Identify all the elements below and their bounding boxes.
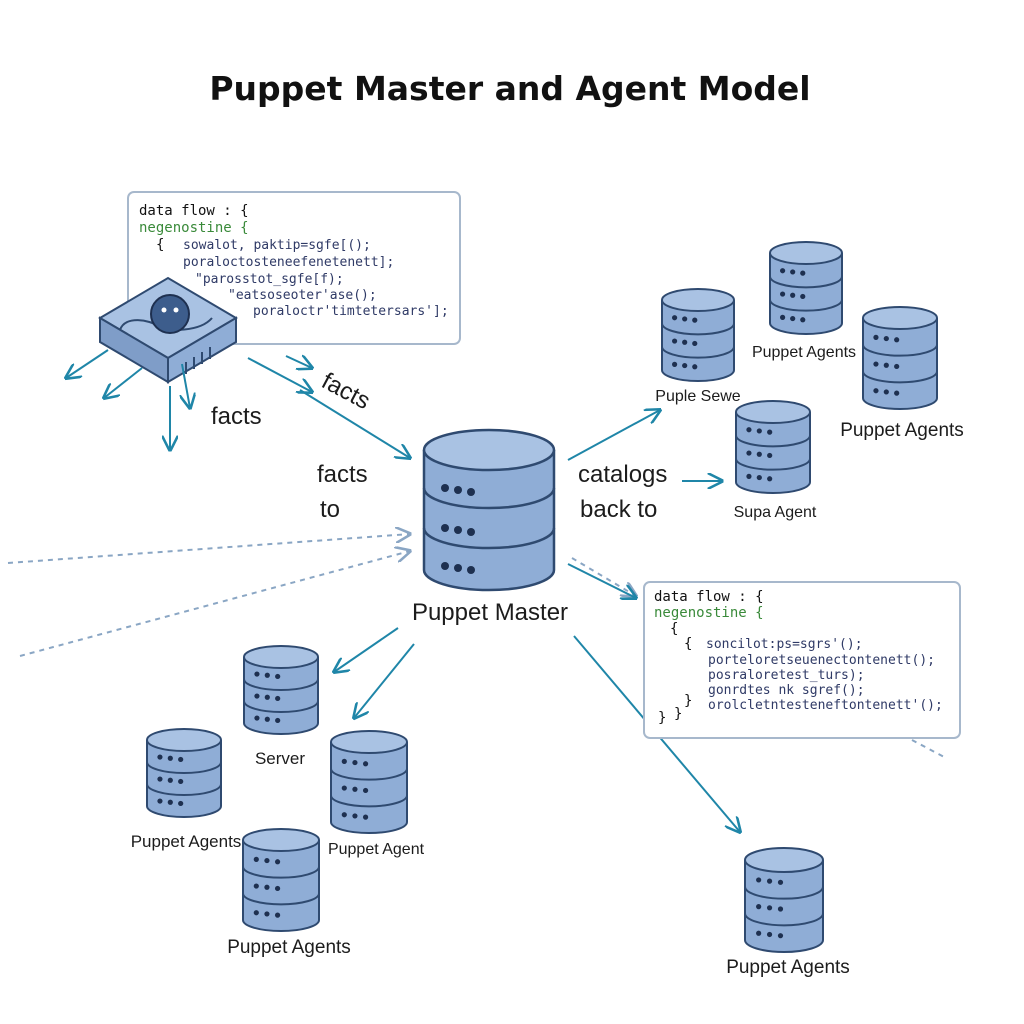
agent-databases xyxy=(146,241,938,953)
database-icon xyxy=(862,306,938,410)
code-top-green: negenostine { xyxy=(139,220,249,236)
code-top-line: sowalot, paktip=sgfe[(); xyxy=(183,238,371,253)
code-top-header: data flow : { xyxy=(139,203,249,219)
label-facts-left: facts xyxy=(211,403,262,430)
device-arrows xyxy=(66,349,410,458)
database-icon xyxy=(243,645,319,735)
label-facts-to-1: facts xyxy=(317,461,368,488)
code-bottom-line: gonrdtes nk sgref(); xyxy=(708,683,865,698)
database-icon xyxy=(242,828,320,932)
label-top-server: Puple Sewe xyxy=(655,388,740,405)
code-bottom-green: negenostine { xyxy=(654,605,764,621)
code-top-line: "eatsoseoter'ase(); xyxy=(228,288,377,303)
label-bottom-right-agents: Puppet Agents xyxy=(726,957,850,978)
page-title: Puppet Master and Agent Model xyxy=(209,69,810,108)
label-catalogs-2: back to xyxy=(580,496,657,523)
label-bottom-server: Server xyxy=(255,749,305,768)
database-icon xyxy=(769,241,843,335)
label-facts-diagonal: facts xyxy=(317,367,374,415)
label-catalogs-1: catalogs xyxy=(578,461,667,488)
code-bottom-brace: { xyxy=(670,621,678,637)
label-top-agents-1: Puppet Agents xyxy=(752,344,856,361)
code-bottom-close: } xyxy=(684,693,692,709)
label-top-super: Supa Agent xyxy=(734,504,817,521)
code-box-bottom: data flow : { negenostine { { { soncilot… xyxy=(643,581,961,739)
code-bottom-line: posraloretest_turs); xyxy=(708,668,865,683)
database-icon xyxy=(330,730,408,834)
label-facts-to-2: to xyxy=(320,496,340,523)
code-bottom-line: orolcletntesteneftontenett'(); xyxy=(708,698,943,713)
database-icon xyxy=(661,288,735,382)
code-top-line: poraloctr'timtetersars']; xyxy=(253,304,449,319)
label-top-agents-2: Puppet Agents xyxy=(840,420,964,441)
database-icon xyxy=(146,728,222,818)
database-icon xyxy=(744,847,824,953)
code-bottom-line: porteloretseuenectontenett(); xyxy=(708,653,935,668)
code-bottom-close: } xyxy=(674,706,682,722)
code-bottom-line: soncilot:ps=sgrs'(); xyxy=(706,637,863,652)
label-bottom-agent: Puppet Agent xyxy=(328,841,425,858)
label-bottom-agents-1: Puppet Agents xyxy=(131,832,242,851)
code-top-brace: { xyxy=(156,237,164,253)
label-puppet-master: Puppet Master xyxy=(412,599,568,626)
agent-device-icon xyxy=(98,276,238,384)
label-bottom-agents-2: Puppet Agents xyxy=(227,937,351,958)
puppet-master-database-icon xyxy=(422,428,556,592)
code-top-line: poraloctosteneefenetenett]; xyxy=(183,255,394,270)
database-icon xyxy=(735,400,811,494)
code-bottom-inner-brace: { xyxy=(684,636,692,652)
code-bottom-header: data flow : { xyxy=(654,589,764,605)
code-bottom-close: } xyxy=(658,710,666,726)
code-top-line: "parosstot_sgfe[f); xyxy=(195,272,344,287)
